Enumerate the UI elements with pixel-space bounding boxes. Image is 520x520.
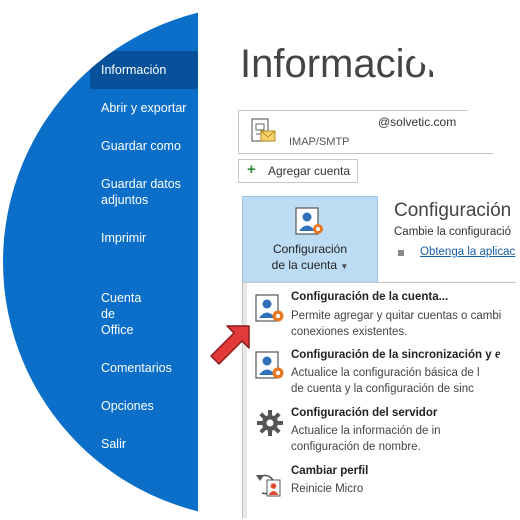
sidebar-item-opciones[interactable]: Opciones [101,398,154,414]
menu-item-server-settings[interactable]: Configuración del servidor Actualice la … [248,405,517,463]
menu-item-desc-line2: conexiones existentes. [291,326,408,338]
menu-item-desc-line1: Actualice la información de in [291,425,441,437]
sidebar-item-label: Salir [101,437,127,451]
sidebar-item-label-line1: Cuenta [101,291,142,305]
sidebar-item-imprimir[interactable]: Imprimir [101,230,146,246]
sync-settings-icon [255,351,284,379]
sidebar-item-label: Guardar como [101,139,181,153]
menu-item-change-profile[interactable]: Cambiar perfil Reinicie Micro [248,463,517,513]
plus-icon: + [247,161,256,178]
page-title: Información [240,42,449,86]
bullet-icon [398,250,404,256]
account-settings-label: Configuración de la cuenta ▼ [243,241,377,275]
account-settings-label-line1: Configuración [272,242,348,256]
sidebar-item-label-line2: de [101,307,115,321]
account-settings-icon [255,294,284,322]
account-settings-heading: Configuración [394,200,512,221]
mail-account-icon [251,118,276,142]
account-settings-dropdown: Configuración de la cuenta... Permite ag… [242,282,517,519]
account-settings-description: Cambie la configuració [394,226,511,238]
sidebar-item-label-line3: Office [101,323,134,337]
sidebar-item-label: Abrir y exportar [101,101,187,115]
menu-item-desc-line2: de cuenta y la configuración de sinc [291,383,474,395]
change-profile-icon [256,474,281,497]
sidebar-item-abrir-exportar[interactable]: Abrir y exportar [101,100,186,116]
account-email: @solvetic.com [378,115,457,129]
sidebar-item-cuenta-office[interactable]: Cuenta de Office [101,290,141,338]
menu-item-desc-line2: configuración de nombre. [291,441,421,453]
sidebar-item-comentarios[interactable]: Comentarios [101,360,172,376]
menu-item-sync-settings[interactable]: Configuración de la sincronización y e A… [248,347,517,405]
sidebar-item-guardar-adjuntos[interactable]: Guardar datos adjuntos [101,176,181,208]
chevron-down-icon: ▼ [340,262,349,271]
menu-item-title: Configuración de la cuenta... [291,291,449,303]
get-app-link[interactable]: Obtenga la aplicac [420,246,516,258]
menu-item-desc-line1: Permite agregar y quitar cuentas o cambi [291,310,502,322]
menu-item-title: Configuración del servidor [291,407,438,419]
menu-item-desc-line1: Reinicie Micro [291,483,364,495]
account-selector[interactable] [238,110,517,154]
pointer-arrow-icon [210,325,250,365]
menu-item-desc-line1: Actualice la configuración básica de l [291,367,480,379]
sidebar-item-salir[interactable]: Salir [101,436,126,452]
add-account-label: Agregar cuenta [268,164,351,178]
account-settings-button[interactable]: Configuración de la cuenta ▼ [242,196,378,284]
sidebar-item-label-line1: Guardar datos [101,177,181,191]
sidebar-item-guardar-como[interactable]: Guardar como [101,138,181,154]
gear-icon [257,410,283,436]
sidebar-item-label: Opciones [101,399,154,413]
menu-item-account-settings[interactable]: Configuración de la cuenta... Permite ag… [248,288,517,350]
account-settings-label-line2: de la cuenta ▼ [271,258,349,272]
sidebar-item-label: Comentarios [101,361,172,375]
account-settings-icon [295,207,323,235]
sidebar-item-informacion[interactable]: Información [90,51,198,89]
dropdown-strip [243,283,247,519]
sidebar-item-label: Imprimir [101,231,147,245]
menu-item-title: Cambiar perfil [291,465,369,477]
sidebar-item-label: Información [101,63,167,77]
add-account-button[interactable]: + Agregar cuenta [238,159,358,183]
backstage-sidebar: Información Abrir y exportar Guardar com… [3,5,198,519]
account-type: IMAP/SMTP [289,136,350,148]
menu-item-title: Configuración de la sincronización y e [291,349,502,361]
sidebar-item-label-line2: adjuntos [101,193,149,207]
